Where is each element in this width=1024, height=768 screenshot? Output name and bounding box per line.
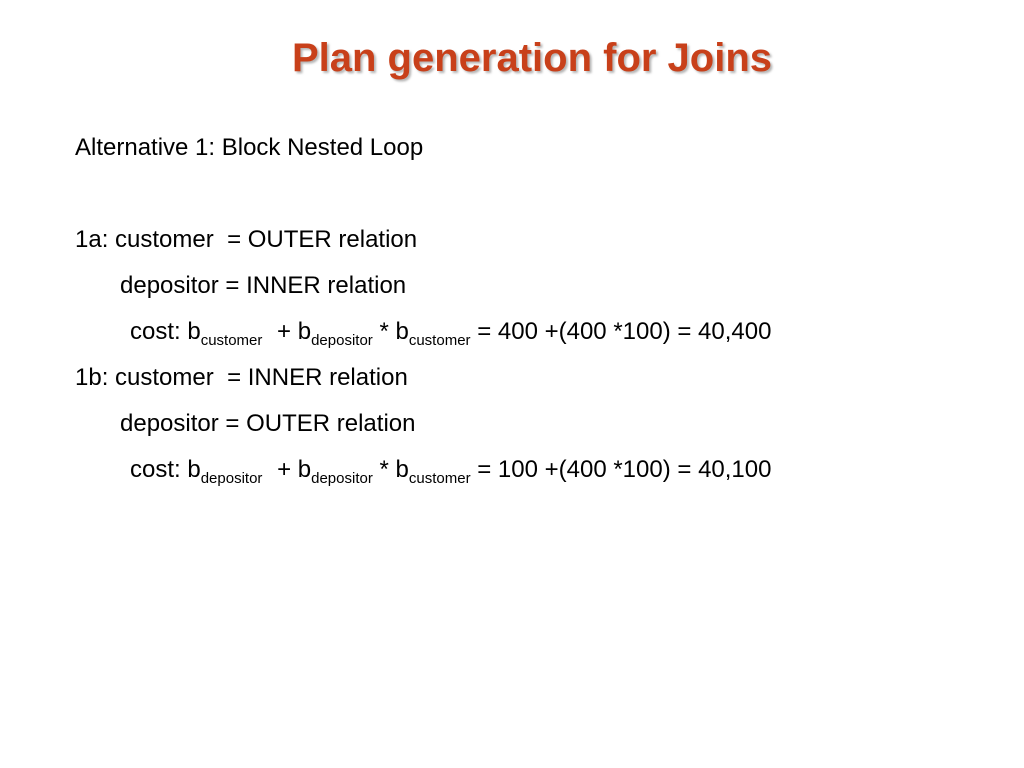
slide-title: Plan generation for Joins [291,36,773,80]
cost-result: = 400 +(400 *100) = 40,400 [470,318,772,345]
cost-prefix: cost: b [130,456,201,483]
case-1a-inner-line: depositor = INNER relation [120,272,407,299]
case-1a-cost-formula: cost: bcustomer + bdepositor * bcustomer… [130,317,772,349]
cost-subscript: customer [408,470,471,487]
cost-result: = 100 +(400 *100) = 40,100 [470,456,772,483]
cost-subscript: customer [200,332,263,349]
case-1b-cost-formula: cost: bdepositor + bdepositor * bcustome… [130,455,772,487]
cost-plus: + b [270,456,312,483]
alternative-1-heading: Alternative 1: Block Nested Loop [75,134,424,161]
cost-times: * b [372,318,409,345]
cost-times: * b [372,456,409,483]
cost-subscript: depositor [311,332,373,349]
case-1b-inner-line: 1b: customer = INNER relation [75,364,408,391]
cost-plus: + b [270,318,312,345]
case-1a-outer-line: 1a: customer = OUTER relation [75,226,418,253]
cost-subscript: depositor [311,470,373,487]
cost-subscript: customer [408,332,471,349]
cost-prefix: cost: b [130,318,201,345]
case-1b-outer-line: depositor = OUTER relation [120,410,416,437]
cost-subscript: depositor [200,470,263,487]
